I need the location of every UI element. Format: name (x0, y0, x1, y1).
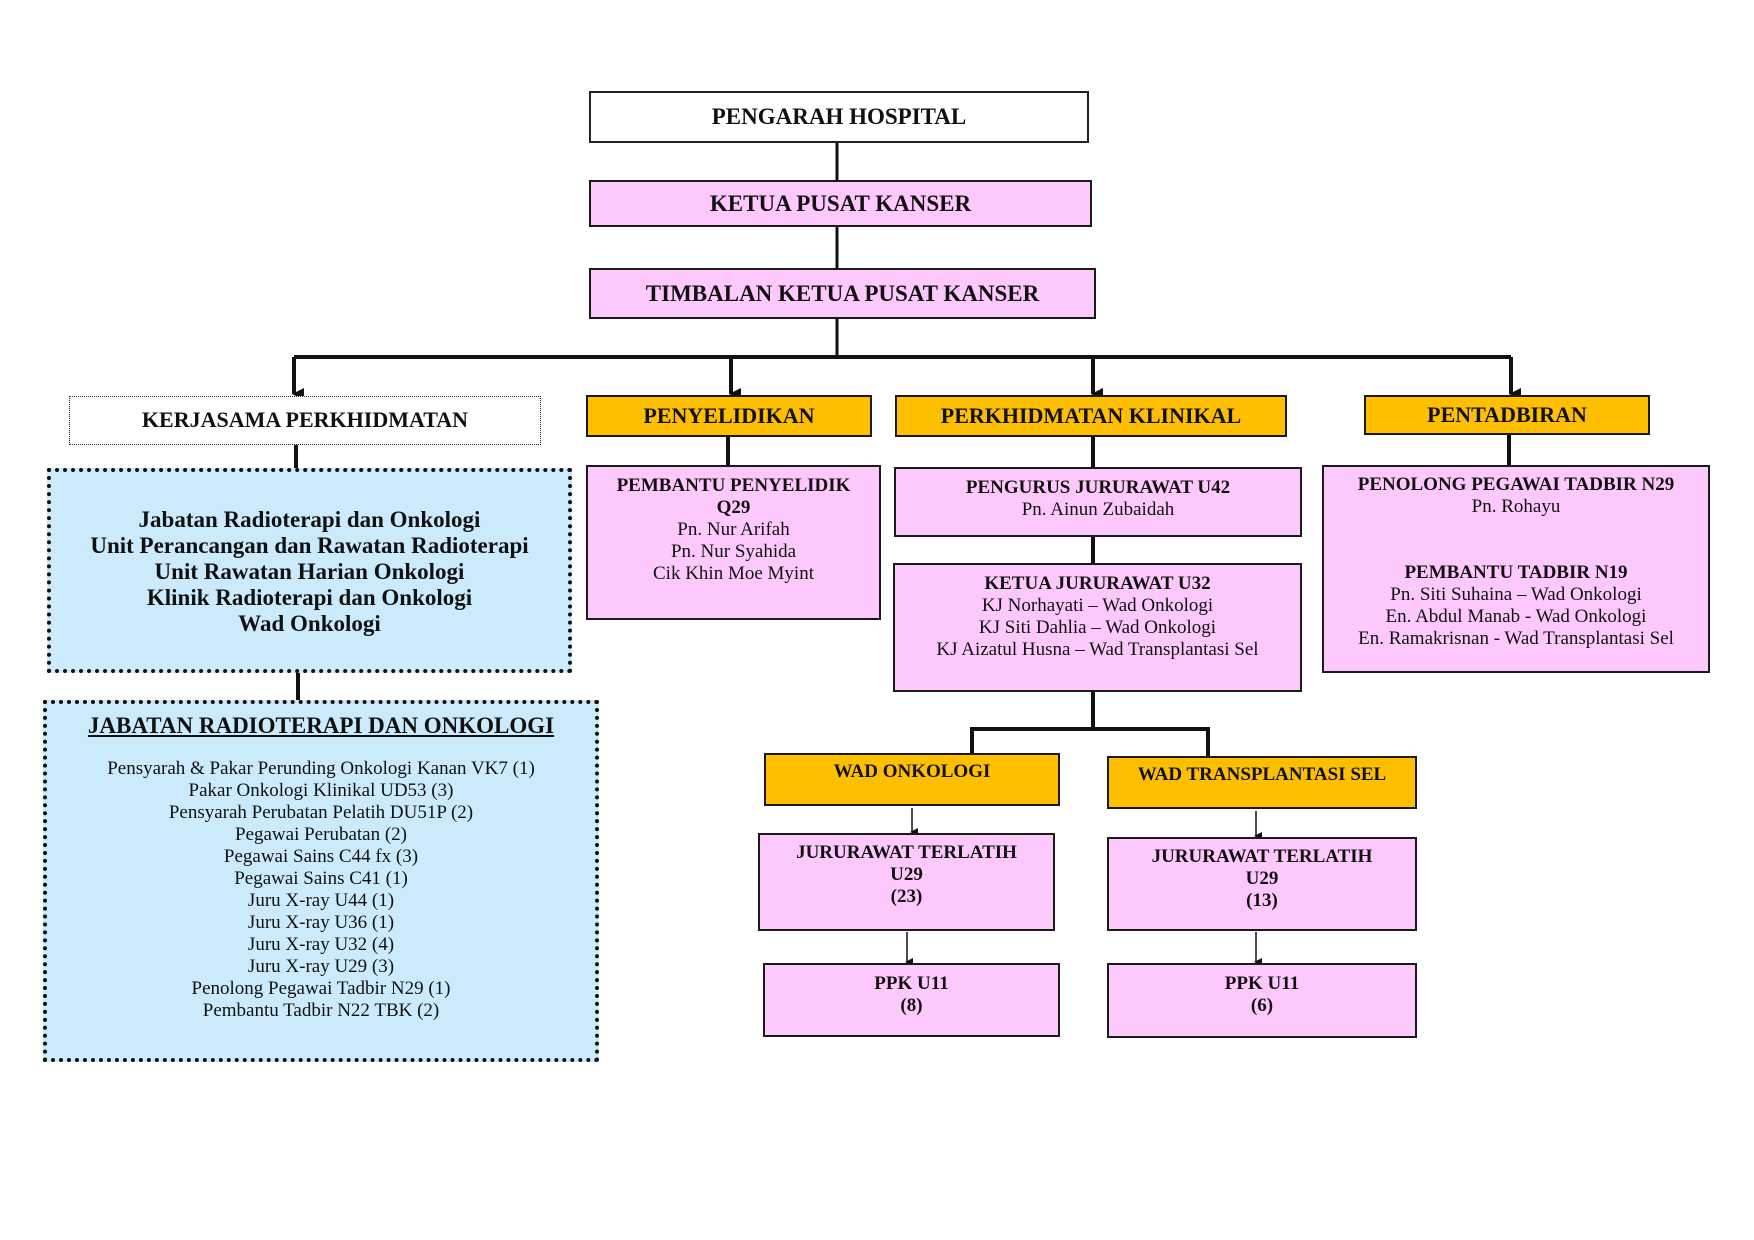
research-assistant-box: PEMBANTU PENYELIDIK Q29 Pn. Nur Arifah P… (586, 465, 881, 620)
staff-item: Pegawai Sains C41 (1) (234, 868, 408, 889)
unit-item: Wad Onkologi (238, 611, 381, 636)
staff-item: Pakar Onkologi Klinikal UD53 (3) (188, 780, 454, 801)
penyelidikan-box: PENYELIDIKAN (586, 395, 872, 437)
kerjasama-title: KERJASAMA PERKHIDMATAN (141, 407, 469, 432)
spacer (1324, 518, 1708, 562)
klinikal-title: PERKHIDMATAN KLINIKAL (940, 403, 1242, 428)
staff-item: Juru X-ray U44 (1) (247, 890, 395, 911)
staff-item: Juru X-ray U36 (1) (247, 912, 395, 933)
staff-item: Juru X-ray U32 (4) (247, 934, 395, 955)
staff-item: Pegawai Perubatan (2) (235, 824, 407, 845)
director-box: PENGARAH HOSPITAL (589, 91, 1089, 143)
staff-item: Juru X-ray U29 (3) (247, 956, 395, 977)
department-box: JABATAN RADIOTERAPI DAN ONKOLOGI Pensyar… (43, 700, 599, 1062)
ward-onkologi-nurses-box: JURURAWAT TERLATIH U29 (23) (758, 833, 1055, 931)
clerk-item: En. Ramakrisnan - Wad Transplantasi Sel (1358, 628, 1674, 649)
head-title: KETUA PUSAT KANSER (709, 191, 972, 216)
research-role-grade: Q29 (716, 497, 751, 518)
klinikal-box: PERKHIDMATAN KLINIKAL (895, 395, 1287, 437)
head-nurse-item: KJ Norhayati – Wad Onkologi (981, 595, 1214, 616)
nurse-title: JURURAWAT TERLATIH (796, 842, 1017, 863)
kerjasama-units-box: Jabatan Radioterapi dan Onkologi Unit Pe… (47, 468, 572, 673)
ward-transplantasi-ppk-box: PPK U11 (6) (1107, 963, 1417, 1038)
nurse-manager-name: Pn. Ainun Zubaidah (1021, 499, 1175, 520)
nurse-title: JURURAWAT TERLATIH (1151, 846, 1373, 867)
deputy-box: TIMBALAN KETUA PUSAT KANSER (589, 268, 1096, 319)
ward-transplantasi-nurses-box: JURURAWAT TERLATIH U29 (13) (1107, 837, 1417, 931)
penyelidikan-title: PENYELIDIKAN (643, 403, 815, 428)
ward-transplantasi-box: WAD TRANSPLANTASI SEL (1107, 756, 1417, 809)
ppk-title: PPK U11 (1224, 973, 1300, 994)
admin-staff-box: PENOLONG PEGAWAI TADBIR N29 Pn. Rohayu P… (1322, 465, 1710, 673)
pentadbiran-box: PENTADBIRAN (1364, 395, 1650, 435)
research-member: Pn. Nur Syahida (670, 541, 797, 562)
ppk-count: (8) (900, 995, 923, 1016)
clerk-item: Pn. Siti Suhaina – Wad Onkologi (1390, 584, 1642, 605)
unit-item: Unit Perancangan dan Rawatan Radioterapi (90, 533, 529, 558)
nurse-grade: U29 (1245, 868, 1279, 889)
nurse-grade: U29 (890, 864, 923, 885)
clerk-item: En. Abdul Manab - Wad Onkologi (1385, 606, 1647, 627)
head-nurse-item: KJ Aizatul Husna – Wad Transplantasi Sel (936, 639, 1259, 660)
unit-item: Jabatan Radioterapi dan Onkologi (138, 507, 481, 532)
staff-item: Pensyarah & Pakar Perunding Onkologi Kan… (107, 758, 535, 779)
ward-onkologi-ppk-box: PPK U11 (8) (763, 963, 1060, 1037)
unit-item: Klinik Radioterapi dan Onkologi (146, 585, 473, 610)
ppk-title: PPK U11 (874, 973, 949, 994)
staff-item: Pensyarah Perubatan Pelatih DU51P (2) (168, 802, 474, 823)
research-member: Cik Khin Moe Myint (653, 563, 814, 584)
unit-item: Unit Rawatan Harian Onkologi (154, 559, 465, 584)
head-box: KETUA PUSAT KANSER (589, 180, 1092, 227)
research-member: Pn. Nur Arifah (677, 519, 790, 540)
nurse-manager-title: PENGURUS JURURAWAT U42 (965, 477, 1231, 498)
staff-item: Pegawai Sains C44 fx (3) (223, 846, 419, 867)
head-nurse-item: KJ Siti Dahlia – Wad Onkologi (978, 617, 1217, 638)
department-title: JABATAN RADIOTERAPI DAN ONKOLOGI (87, 713, 555, 738)
research-role-title: PEMBANTU PENYELIDIK (616, 475, 851, 496)
staff-item: Pembantu Tadbir N22 TBK (2) (202, 1000, 440, 1021)
assistant-officer-title: PENOLONG PEGAWAI TADBIR N29 (1357, 474, 1675, 495)
head-nurse-title: KETUA JURURAWAT U32 (984, 573, 1211, 594)
deputy-title: TIMBALAN KETUA PUSAT KANSER (645, 281, 1040, 306)
head-nurse-box: KETUA JURURAWAT U32 KJ Norhayati – Wad O… (893, 563, 1302, 692)
nurse-manager-box: PENGURUS JURURAWAT U42 Pn. Ainun Zubaida… (894, 467, 1302, 537)
director-title: PENGARAH HOSPITAL (711, 104, 967, 129)
nurse-count: (23) (890, 886, 923, 907)
nurse-count: (13) (1246, 890, 1278, 911)
ward-onkologi-title: WAD ONKOLOGI (833, 761, 991, 782)
ward-transplantasi-title: WAD TRANSPLANTASI SEL (1137, 764, 1387, 785)
connector-ward-fork (970, 727, 1210, 756)
ward-onkologi-box: WAD ONKOLOGI (764, 753, 1060, 806)
clerk-title: PEMBANTU TADBIR N19 (1404, 562, 1628, 583)
ppk-count: (6) (1250, 995, 1274, 1016)
assistant-officer-name: Pn. Rohayu (1471, 496, 1561, 517)
kerjasama-box: KERJASAMA PERKHIDMATAN (69, 396, 541, 445)
pentadbiran-title: PENTADBIRAN (1427, 402, 1587, 427)
staff-item: Penolong Pegawai Tadbir N29 (1) (191, 978, 451, 999)
